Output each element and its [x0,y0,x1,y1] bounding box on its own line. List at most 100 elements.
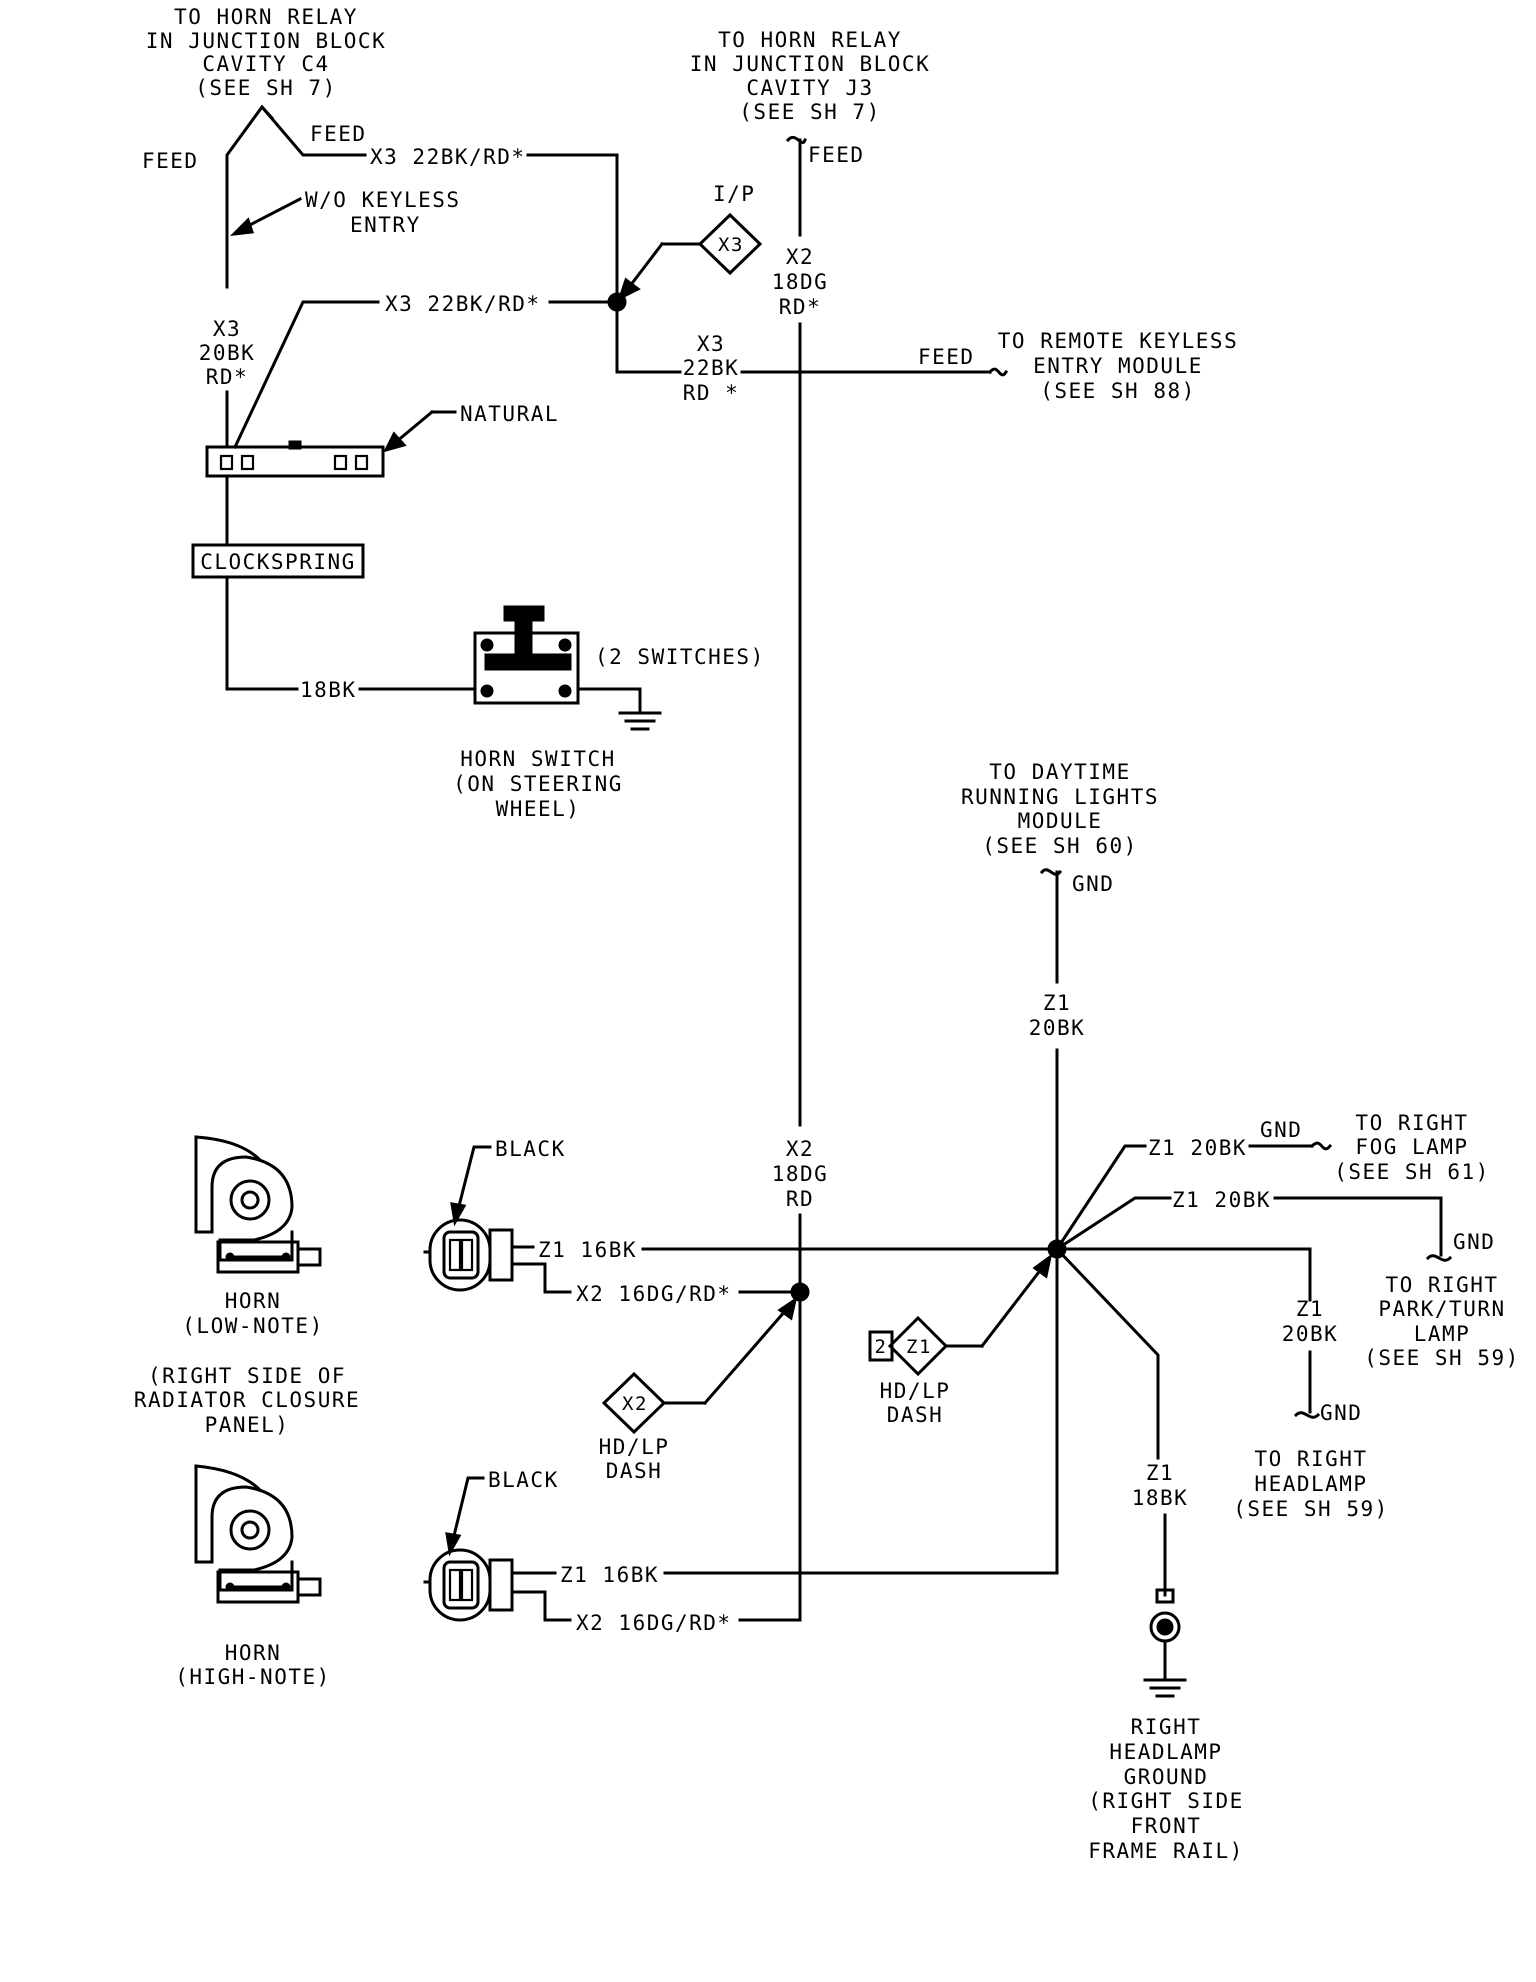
natural-arrowhead [383,431,407,453]
wire-z1-park [1273,1196,1443,1257]
two-switches-label: (2 SWITCHES) [595,645,765,669]
svg-text:X3: X3 [697,332,725,356]
horn-low-note-icon [194,1135,322,1274]
wo-keyless-label: W/O KEYLESS ENTRY [305,188,459,237]
svg-text:FRONT: FRONT [1131,1814,1202,1838]
gnd-label-park: GND [1453,1230,1495,1254]
svg-text:MODULE: MODULE [1018,809,1103,833]
wire-label-x3-20bk-rd: X3 20BK RD* [199,317,256,389]
j3-break-mark [785,135,807,145]
horn-relay-j3-label: TO HORN RELAY IN JUNCTION BLOCK CAVITY J… [690,28,929,124]
park-break-mark [1425,1254,1453,1262]
svg-text:X2: X2 [786,1137,814,1161]
hdlp-z1-text: Z1 [906,1336,932,1358]
wire-label-x3-22bk-rd-top: X3 22BK/RD* [370,145,526,169]
svg-text:(SEE SH 59): (SEE SH 59) [1364,1346,1520,1370]
horn-high-note-icon [194,1464,322,1604]
hdlp-x2-connector [601,1371,667,1435]
feed-label-c4: FEED [310,122,367,146]
svg-text:GROUND: GROUND [1124,1765,1209,1789]
horn-relay-c4-label: TO HORN RELAY IN JUNCTION BLOCK CAVITY C… [146,5,385,100]
horn-switch [473,605,580,705]
clockspring-box [191,543,365,579]
svg-text:TO HORN RELAY: TO HORN RELAY [174,5,358,29]
wire-label-z1-20bk-headlamp: Z1 20BK [1282,1297,1339,1346]
svg-text:CAVITY C4: CAVITY C4 [202,52,329,76]
black-pointer-low [456,1145,492,1212]
ip-x3-text: X3 [718,234,744,256]
svg-text:HORN: HORN [225,1641,282,1665]
hdlp-x2-pointer [702,1307,789,1406]
keyless-module-label: TO REMOTE KEYLESS ENTRY MODULE (SEE SH 8… [998,329,1238,403]
svg-text:20BK: 20BK [1282,1322,1339,1346]
svg-text:(SEE SH 60): (SEE SH 60) [982,834,1138,858]
natural-connector [205,440,385,478]
wire-z1-park-branch [1054,1196,1172,1252]
svg-text:HORN SWITCH: HORN SWITCH [460,747,616,771]
horn-high-connector [423,1548,514,1622]
svg-text:(SEE SH 59): (SEE SH 59) [1233,1497,1389,1521]
svg-text:FRAME RAIL): FRAME RAIL) [1088,1839,1244,1863]
svg-text:18DG: 18DG [772,1162,829,1186]
svg-text:Z1: Z1 [1043,991,1071,1015]
svg-text:(RIGHT SIDE: (RIGHT SIDE [1088,1789,1244,1813]
svg-text:HD/LP: HD/LP [880,1379,951,1403]
black-label-low: BLACK [495,1137,566,1161]
ip-x3-pointer [627,241,665,289]
wire-label-z1-20bk-park: Z1 20BK [1172,1188,1271,1212]
svg-text:LAMP: LAMP [1414,1322,1471,1346]
fog-lamp-label: TO RIGHT FOG LAMP (SEE SH 61) [1334,1111,1490,1184]
wire-label-z1-16bk-low: Z1 16BK [538,1238,637,1262]
svg-text:FOG LAMP: FOG LAMP [1355,1135,1468,1159]
svg-text:X2: X2 [786,245,814,269]
headlamp-break-mark [1293,1411,1321,1419]
feed-label-keyless: FEED [918,345,975,369]
svg-text:RIGHT: RIGHT [1131,1715,1202,1739]
wire-clockspring-to-x3 [233,300,380,449]
svg-text:Z1: Z1 [1296,1297,1324,1321]
gnd-label-fog: GND [1260,1118,1302,1142]
hdlp-z1-connector [887,1315,949,1377]
svg-text:RD*: RD* [206,365,248,389]
keyless-break-mark [987,367,1009,377]
svg-text:RD *: RD * [683,381,740,405]
wire-label-z1-18bk: Z1 18BK [1132,1461,1187,1510]
svg-text:20BK: 20BK [199,341,256,365]
svg-text:(HIGH-NOTE): (HIGH-NOTE) [175,1665,331,1689]
black-label-high: BLACK [488,1468,559,1492]
feed-label-j3: FEED [808,143,865,167]
svg-text:TO RIGHT: TO RIGHT [1385,1273,1498,1297]
hdlp-z1-pointer [979,1265,1045,1349]
feed-label-left: FEED [142,149,199,173]
svg-text:(SEE SH 61): (SEE SH 61) [1334,1160,1490,1184]
wire-x3-to-keyless [615,300,682,374]
svg-text:ENTRY: ENTRY [350,213,421,237]
svg-text:HEADLAMP: HEADLAMP [1254,1472,1367,1496]
hdlp-dash-z1-label: HD/LP DASH [880,1379,951,1427]
svg-text:TO DAYTIME: TO DAYTIME [989,760,1130,784]
svg-text:PARK/TURN: PARK/TURN [1378,1297,1505,1321]
radiator-closure-label: (RIGHT SIDE OF RADIATOR CLOSURE PANEL) [134,1364,359,1437]
hdlp-x2-text: X2 [622,1393,648,1415]
wire-label-z1-20bk-drl: Z1 20BK [1029,991,1084,1040]
wire-label-x2-18dg-rd-top: X2 18DG RD* [772,245,827,319]
svg-text:RD*: RD* [779,295,821,319]
svg-text:(SEE SH 88): (SEE SH 88) [1040,379,1196,403]
ip-x3-arrowhead [617,277,641,301]
svg-text:TO REMOTE KEYLESS: TO REMOTE KEYLESS [998,329,1238,353]
wire-label-x2-18dg-rd-bottom: X2 18DG RD [772,1137,829,1211]
svg-text:Z1: Z1 [1146,1461,1174,1485]
svg-text:(SEE SH 7): (SEE SH 7) [739,100,880,124]
svg-text:(SEE SH 7): (SEE SH 7) [195,76,336,100]
hdlp-x2-arrowhead [777,1296,798,1321]
park-turn-label: TO RIGHT PARK/TURN LAMP (SEE SH 59) [1364,1273,1520,1370]
hdlp-dash-x2-label: HD/LP DASH [599,1435,670,1483]
hdlp-z1-pin-label: 2 [875,1336,888,1358]
svg-text:TO HORN RELAY: TO HORN RELAY [718,28,902,52]
natural-label: NATURAL [460,402,559,426]
wire-label-18bk: 18BK [300,678,357,702]
svg-text:CAVITY J3: CAVITY J3 [746,76,873,100]
black-pointer-high [451,1476,485,1542]
svg-text:HD/LP: HD/LP [599,1435,670,1459]
